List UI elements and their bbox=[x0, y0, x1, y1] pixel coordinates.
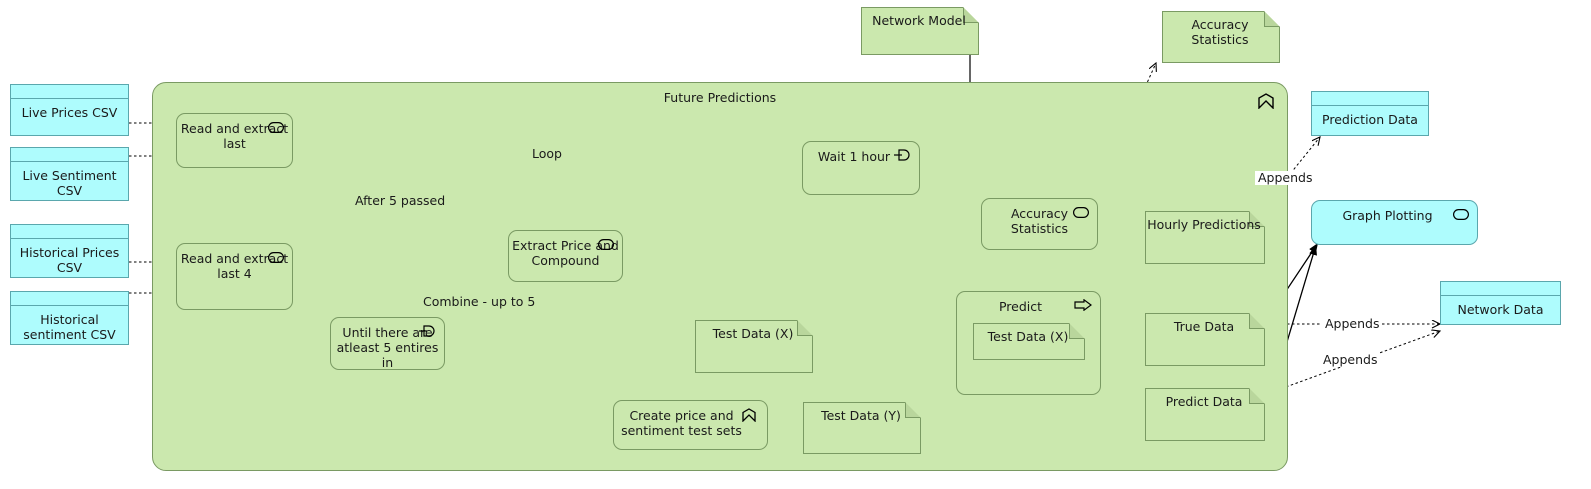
artifact-body bbox=[1145, 313, 1265, 366]
loop-node-icon bbox=[418, 325, 435, 337]
artifact-body bbox=[973, 323, 1085, 360]
node-network-data[interactable]: Network Data bbox=[1440, 281, 1561, 325]
rounded-rectangle-icon bbox=[268, 122, 284, 134]
artifact-label: Predict Data bbox=[1165, 394, 1243, 409]
artifact-label: Network Model bbox=[872, 13, 966, 28]
action-label: Wait 1 hour bbox=[817, 149, 891, 164]
action-extract-price-and-compound[interactable]: Extract Price and Compound bbox=[508, 230, 623, 282]
edge-label-loop: Loop bbox=[529, 147, 565, 161]
node-label: Live Sentiment CSV bbox=[22, 168, 117, 198]
edge-label-appends-true-data: Appends bbox=[1322, 317, 1383, 331]
artifact-label: Test Data (X) bbox=[987, 329, 1069, 344]
rounded-rectangle-icon bbox=[1073, 207, 1089, 219]
frame-title: Future Predictions bbox=[663, 90, 777, 105]
node-header-strip bbox=[11, 85, 128, 99]
node-prediction-data[interactable]: Prediction Data bbox=[1311, 91, 1429, 136]
node-label: Historical sentiment CSV bbox=[23, 312, 116, 342]
artifact-body bbox=[695, 320, 813, 373]
artifact-hourly-predictions[interactable]: Hourly Predictions bbox=[1145, 211, 1265, 264]
artifact-test-data-y[interactable]: Test Data (Y) bbox=[803, 402, 921, 454]
loop-node-icon bbox=[893, 149, 910, 161]
artifact-label: Test Data (X) bbox=[712, 326, 794, 341]
edge-label-after-5-passed: After 5 passed bbox=[352, 194, 449, 208]
artifact-label: Hourly Predictions bbox=[1147, 217, 1261, 232]
action-label: Predict bbox=[998, 299, 1043, 314]
artifact-body bbox=[1145, 211, 1265, 264]
action-read-and-extract-last-4[interactable]: Read and extract last 4 bbox=[176, 243, 293, 310]
rounded-rectangle-icon bbox=[598, 239, 614, 251]
node-header-strip bbox=[1312, 92, 1428, 106]
node-historical-sentiment-csv[interactable]: Historical sentiment CSV bbox=[10, 291, 129, 345]
node-label: Network Data bbox=[1457, 302, 1544, 317]
node-header-strip bbox=[11, 292, 128, 306]
action-read-and-extract-last[interactable]: Read and extract last bbox=[176, 113, 293, 168]
action-label: Read and extract last bbox=[180, 121, 289, 151]
artifact-test-data-x-inner[interactable]: Test Data (X) bbox=[973, 323, 1085, 360]
edge-label-appends-prediction-data: Appends bbox=[1255, 171, 1316, 185]
artifact-body bbox=[803, 402, 921, 454]
rounded-rectangle-icon bbox=[268, 252, 284, 264]
node-label: Prediction Data bbox=[1322, 112, 1418, 127]
action-create-price-and-sentiment-test-sets[interactable]: Create price and sentiment test sets bbox=[613, 400, 768, 450]
node-live-sentiment-csv[interactable]: Live Sentiment CSV bbox=[10, 147, 129, 201]
artifact-body bbox=[1145, 388, 1265, 441]
rounded-rectangle-icon bbox=[1453, 209, 1469, 221]
node-header-strip bbox=[11, 148, 128, 162]
artifact-label: Accuracy Statistics bbox=[1191, 17, 1249, 47]
action-label: Accuracy Statistics bbox=[1010, 206, 1069, 236]
structured-activity-chevron-icon bbox=[741, 408, 757, 422]
artifact-accuracy-statistics[interactable]: Accuracy Statistics bbox=[1162, 11, 1280, 63]
action-label: Extract Price and Compound bbox=[512, 238, 619, 268]
node-header-strip bbox=[1441, 282, 1560, 296]
action-label: Graph Plotting bbox=[1342, 208, 1433, 223]
action-until-there-are-atleast-5[interactable]: Until there are atleast 5 entires in bbox=[330, 317, 445, 370]
node-historical-prices-csv[interactable]: Historical Prices CSV bbox=[10, 224, 129, 278]
node-label: Live Prices CSV bbox=[21, 105, 118, 120]
artifact-predict-data[interactable]: Predict Data bbox=[1145, 388, 1265, 441]
structured-activity-frame-future-predictions: Future Predictions bbox=[152, 82, 1288, 471]
action-label: Create price and sentiment test sets bbox=[621, 408, 742, 438]
structured-activity-chevron-icon bbox=[1257, 93, 1275, 109]
artifact-network-model[interactable]: Network Model bbox=[861, 7, 979, 55]
artifact-label: Test Data (Y) bbox=[821, 408, 901, 423]
action-label: Read and extract last 4 bbox=[180, 251, 289, 281]
artifact-body bbox=[861, 7, 979, 55]
action-wait-1-hour[interactable]: Wait 1 hour bbox=[802, 141, 920, 195]
node-header-strip bbox=[11, 225, 128, 239]
send-signal-icon bbox=[1074, 299, 1092, 311]
node-label: Historical Prices CSV bbox=[19, 245, 120, 275]
artifact-true-data[interactable]: True Data bbox=[1145, 313, 1265, 366]
artifact-test-data-x-outer[interactable]: Test Data (X) bbox=[695, 320, 813, 373]
action-graph-plotting[interactable]: Graph Plotting bbox=[1311, 200, 1478, 245]
action-label: Until there are atleast 5 entires in bbox=[336, 325, 439, 370]
artifact-label: True Data bbox=[1173, 319, 1235, 334]
edge-label-appends-predict-data: Appends bbox=[1320, 353, 1381, 367]
edge-label-combine-up-to-5: Combine - up to 5 bbox=[420, 295, 539, 309]
action-accuracy-statistics[interactable]: Accuracy Statistics bbox=[981, 198, 1098, 250]
artifact-body bbox=[1162, 11, 1280, 63]
node-live-prices-csv[interactable]: Live Prices CSV bbox=[10, 84, 129, 136]
